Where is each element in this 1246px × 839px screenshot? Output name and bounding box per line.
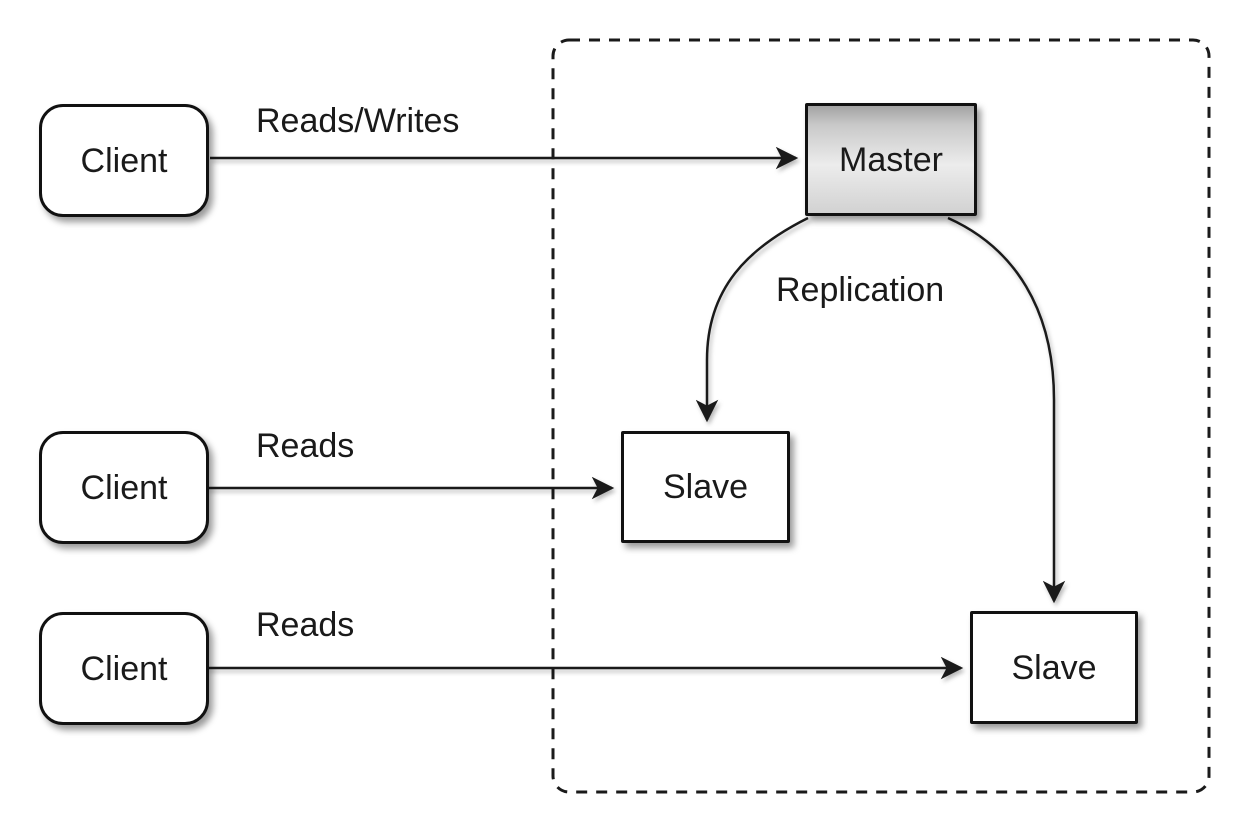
master-node-label: Master (839, 140, 943, 179)
edge-label-reads-bottom: Reads (256, 606, 355, 644)
client-node-3-label: Client (80, 649, 168, 688)
slave-node-2: Slave (970, 611, 1138, 724)
client-node-1: Client (39, 104, 209, 217)
client-node-3: Client (39, 612, 209, 725)
client-node-2-label: Client (80, 468, 168, 507)
client-node-1-label: Client (80, 141, 168, 180)
replication-arrow-left (695, 216, 809, 423)
edge-label-reads-writes: Reads/Writes (256, 102, 460, 140)
slave-node-1: Slave (621, 431, 790, 543)
replication-arrow-right (947, 216, 1066, 604)
slave-node-1-label: Slave (662, 468, 749, 506)
replication-cluster-boundary (551, 38, 1211, 794)
master-node: Master (805, 103, 977, 216)
slave-node-2-label: Slave (1011, 648, 1097, 687)
edge-label-replication: Replication (776, 271, 945, 309)
edge-label-reads-middle: Reads (256, 427, 355, 465)
client-node-2: Client (39, 431, 209, 544)
